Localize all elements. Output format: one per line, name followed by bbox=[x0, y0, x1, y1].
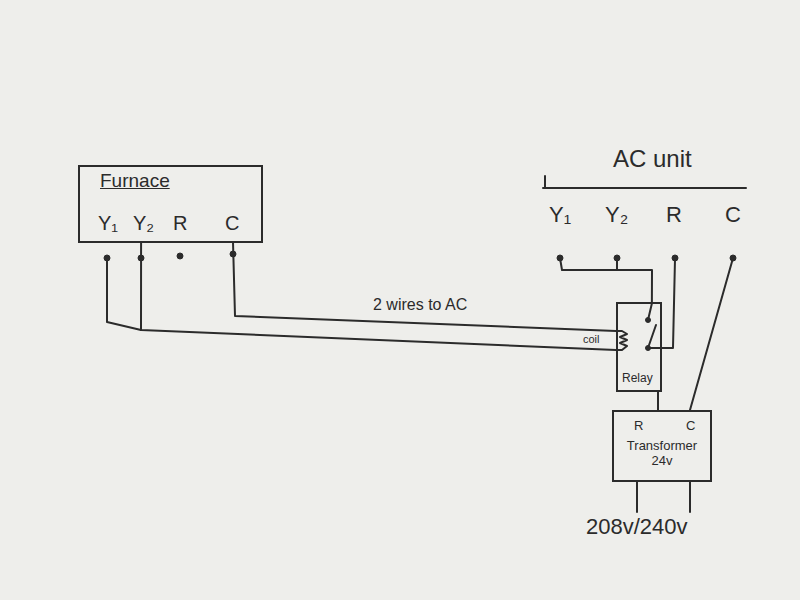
y1-jumper-wire bbox=[107, 258, 141, 330]
terminal-name: Y₁ bbox=[97, 212, 119, 235]
c-wire bbox=[690, 258, 733, 410]
wire-label: 2 wires to AC bbox=[372, 296, 468, 314]
contact-dot bbox=[646, 318, 651, 323]
node-text: C bbox=[686, 419, 695, 434]
terminal-name: R bbox=[172, 212, 188, 235]
terminal-dot bbox=[104, 255, 110, 261]
node-text: Transformer 24v bbox=[618, 439, 706, 469]
voltage-label: 208v/240v bbox=[585, 514, 689, 539]
unit-outline bbox=[543, 187, 746, 189]
terminal-name: R bbox=[665, 202, 683, 227]
node-text: Furnace bbox=[100, 170, 170, 192]
terminal-dot bbox=[177, 253, 183, 259]
terminal-dot bbox=[557, 255, 563, 261]
node-text: R bbox=[634, 419, 643, 434]
terminal-name: C bbox=[724, 202, 742, 227]
terminal-name: Y₂ bbox=[604, 202, 629, 227]
c-wire bbox=[233, 243, 616, 331]
terminal-name: Y₂ bbox=[132, 212, 155, 235]
node-text: AC unit bbox=[613, 145, 692, 173]
y-wire bbox=[141, 243, 616, 350]
y1-jumper-wire bbox=[560, 258, 617, 270]
contact-dot bbox=[646, 346, 651, 351]
coil-label: coil bbox=[582, 334, 601, 345]
supply-lead bbox=[689, 482, 691, 512]
unit-outline bbox=[544, 176, 546, 188]
ac-unit: AC unit bbox=[543, 140, 748, 258]
r-wire bbox=[657, 392, 659, 410]
terminal-name: C bbox=[224, 212, 240, 235]
r-wire bbox=[662, 258, 675, 348]
relay-box: Relay bbox=[616, 302, 662, 392]
node-text: Relay bbox=[622, 372, 653, 386]
switch-blade bbox=[648, 325, 656, 348]
transformer-box: R C Transformer 24v bbox=[612, 410, 712, 482]
terminal-name: Y₁ bbox=[548, 202, 572, 227]
supply-lead bbox=[636, 482, 638, 512]
y-wire bbox=[617, 258, 652, 302]
